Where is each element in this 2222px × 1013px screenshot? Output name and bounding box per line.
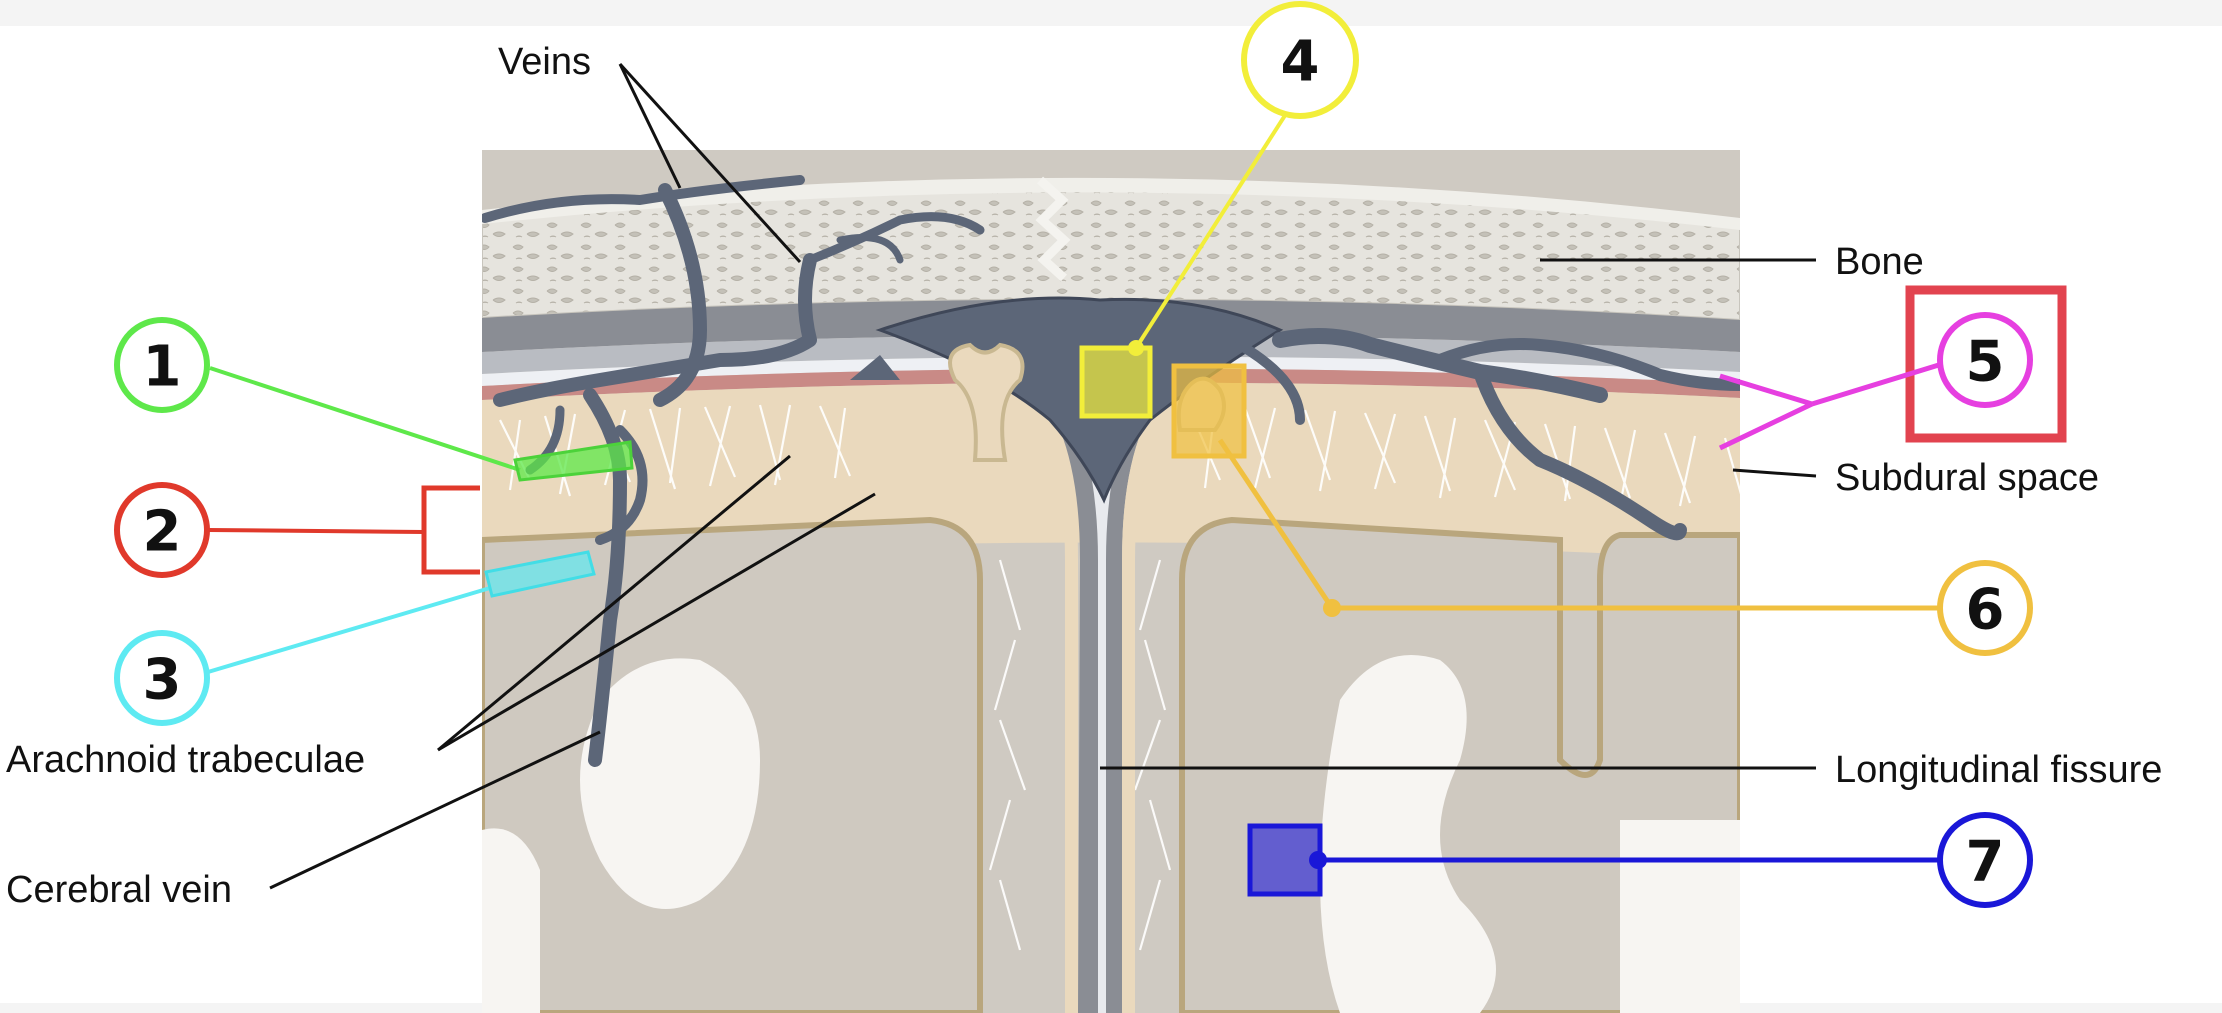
- black-leader-lines: [269, 62, 1817, 890]
- marker-3-number: 3: [143, 648, 182, 713]
- marker-3: 3: [114, 550, 596, 726]
- arachnoid-granulation-left: [948, 342, 1025, 462]
- anatomy-panel: [482, 150, 1740, 1013]
- marker-2-number: 2: [143, 500, 182, 565]
- marker-1: 1: [114, 317, 634, 482]
- label-arachnoid-trabeculae: Arachnoid trabeculae: [6, 739, 365, 781]
- marker-4: 4: [1079, 1, 1359, 419]
- marker-4-number: 4: [1281, 30, 1320, 95]
- marker-7-number: 7: [1966, 830, 2005, 895]
- marker-7: 7: [1247, 812, 2033, 908]
- top-strip: [0, 0, 2222, 26]
- highlight-box-5: [1905, 285, 2067, 443]
- suture: [1035, 176, 1071, 282]
- marker-5: 5: [1718, 285, 2067, 451]
- label-subdural-space: Subdural space: [1835, 457, 2099, 499]
- marker-6: 6: [1171, 363, 2033, 656]
- label-veins: Veins: [498, 41, 591, 83]
- label-cerebral-vein: Cerebral vein: [6, 869, 232, 911]
- vein-network: [482, 175, 1740, 767]
- marker-6-number: 6: [1966, 578, 2005, 643]
- marker-2: 2: [114, 482, 480, 578]
- label-longitudinal-fissure: Longitudinal fissure: [1835, 749, 2162, 791]
- marker-5-number: 5: [1966, 330, 2005, 395]
- label-bone: Bone: [1835, 241, 1924, 283]
- marker-1-number: 1: [143, 335, 182, 400]
